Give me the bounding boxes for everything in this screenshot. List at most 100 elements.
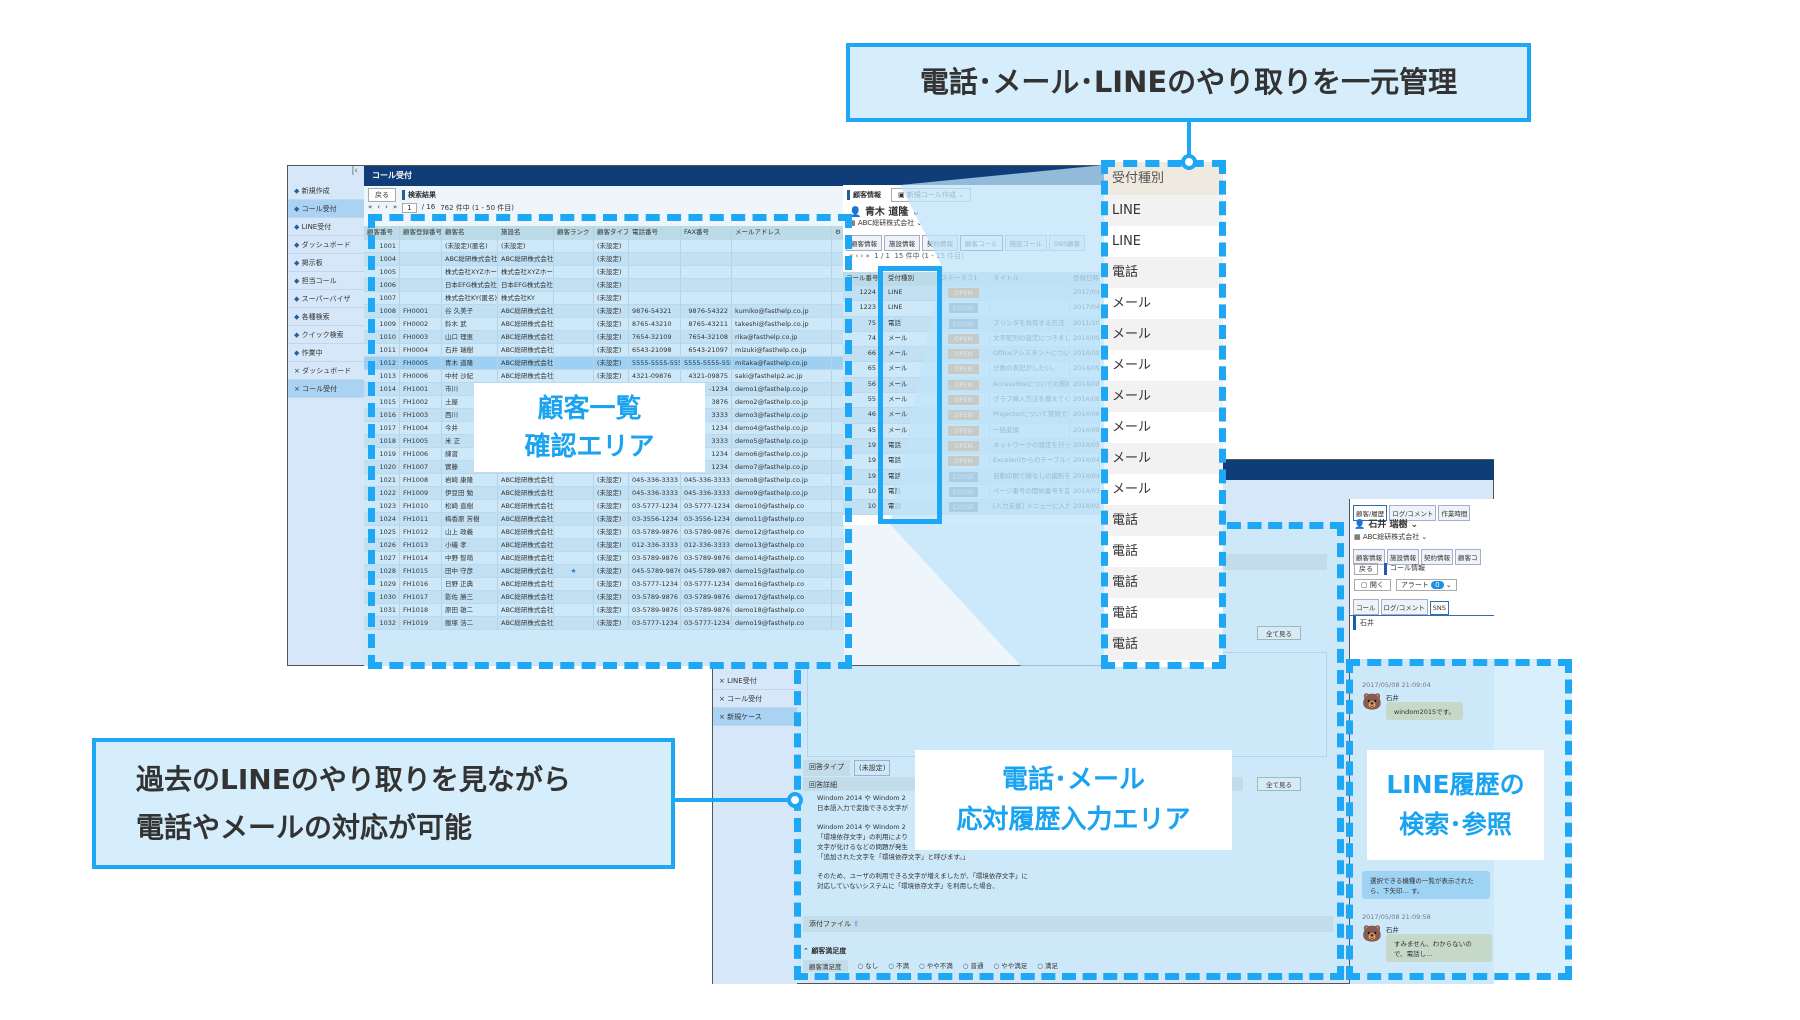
column-header[interactable]: 電話番号	[629, 226, 681, 240]
tab-3[interactable]: 顧客コール	[960, 235, 1003, 251]
sidebar-item[interactable]: ◆ 掲示板	[288, 254, 364, 272]
column-header[interactable]: 登録日時	[1070, 272, 1100, 286]
tab-tabs-3[interactable]: 顧客コ	[1455, 549, 1481, 565]
new-call-button[interactable]: ▣ 新規コール作成 ⌄	[891, 188, 971, 202]
sidebar-item[interactable]: × コール受付	[713, 690, 797, 708]
tab-2[interactable]: 契約情報	[922, 235, 958, 251]
line-back-button[interactable]: 戻る	[1354, 563, 1378, 575]
pager-next[interactable]: ›	[385, 203, 388, 211]
tab-1[interactable]: 施設情報	[884, 235, 920, 251]
tab-top_tabs-0[interactable]: 顧客/履歴	[1353, 505, 1388, 521]
table-row[interactable]: 1001(未設定)(匿名)(未設定)(未設定)	[364, 240, 844, 253]
satisfaction-option[interactable]: ○ 普通	[962, 962, 984, 970]
tab-tabs-0[interactable]: 顧客情報	[1353, 549, 1385, 565]
tab-tabs-2[interactable]: 契約情報	[1421, 549, 1453, 565]
sidebar-item[interactable]: ◆ ダッシュボード	[288, 236, 364, 254]
column-header[interactable]: 顧客ランク	[554, 226, 594, 240]
tab-sub_tabs-0[interactable]: コール	[1353, 599, 1379, 615]
table-cell: (未設定)	[594, 500, 629, 512]
sidebar-item[interactable]: ◆ LINE受付	[288, 218, 364, 236]
customer-name[interactable]: 👤 青木 道隆 ⌄	[849, 207, 921, 218]
sidebar-item[interactable]: ◆ スーパーバイザ	[288, 290, 364, 308]
column-header[interactable]: 顧客登録番号	[400, 226, 442, 240]
tab-sub_tabs-1[interactable]: ログ/コメント	[1380, 599, 1428, 615]
show-all-button[interactable]: 全て見る	[1257, 626, 1301, 640]
column-header[interactable]: 施設名	[498, 226, 554, 240]
column-header[interactable]: 顧客タイプ	[594, 226, 629, 240]
table-cell: 03-3556-1234	[629, 513, 681, 525]
collapse-icon[interactable]: |‹	[351, 166, 358, 176]
table-cell: CLOSE	[938, 469, 990, 484]
tab-4[interactable]: 施設コール	[1004, 235, 1047, 251]
satisfaction-option[interactable]: ○ 満足	[1037, 962, 1058, 970]
table-cell: CLOSE	[938, 484, 990, 500]
column-header[interactable]: 顧客番号	[364, 226, 400, 240]
tab-top_tabs-2[interactable]: 作業時間	[1438, 505, 1471, 521]
satisfaction-option[interactable]: ○ やや満足	[993, 962, 1028, 970]
alert-button[interactable]: アラート 0 ⌄	[1395, 579, 1457, 591]
tab-tabs-1[interactable]: 施設情報	[1387, 549, 1419, 565]
answer-type-select[interactable]: (未設定)	[854, 760, 891, 776]
tab-sub_tabs-2[interactable]: SNS	[1429, 601, 1449, 615]
column-header[interactable]: タイトル	[990, 272, 1070, 286]
satisfaction-option[interactable]: ○ なし	[857, 962, 879, 970]
line-company[interactable]: ▦ ABC総研株式会社 ⌄	[1354, 533, 1428, 541]
show-all-button-2[interactable]: 全て見る	[1257, 777, 1301, 791]
sidebar-item[interactable]: × コール受付	[288, 380, 364, 398]
column-header[interactable]: FAX番号	[681, 226, 732, 240]
sidebar-item[interactable]: ◆ 作業中	[288, 344, 364, 362]
upload-icon[interactable]: ⇧	[853, 920, 860, 928]
pager-first[interactable]: «	[368, 203, 373, 211]
satisfaction-option[interactable]: ○ 不満	[888, 962, 909, 970]
sidebar-item[interactable]: × LINE受付	[713, 672, 797, 690]
page-input[interactable]: 1	[402, 203, 417, 213]
satisfaction-section[interactable]: ⌃ 顧客満足度	[803, 947, 847, 955]
sidebar-item[interactable]: ◆ 新規作成	[288, 182, 364, 200]
back-button[interactable]: 戻る	[368, 188, 396, 202]
sidebar-item[interactable]: ◆ クイック検索	[288, 326, 364, 344]
column-header[interactable]: メールアドレス	[732, 226, 832, 240]
table-cell: 1013	[364, 370, 400, 382]
sidebar-item[interactable]: ◆ 各種検索	[288, 308, 364, 326]
company-name[interactable]: ▦ ABC総研株式会社 ⌄	[849, 219, 923, 227]
sidebar-item[interactable]: × 新規ケース	[713, 708, 797, 726]
sidebar-item[interactable]: × ダッシュボード	[288, 362, 364, 380]
pager-prev[interactable]: ‹	[377, 203, 381, 211]
sidebar-item[interactable]: ◆ 担当コール	[288, 272, 364, 290]
column-header[interactable]: 顧客名	[442, 226, 498, 240]
satisfaction-option[interactable]: ○ やや不満	[919, 962, 953, 970]
table-cell: 03-5789-9876	[681, 591, 732, 603]
column-header[interactable]: ステータス1	[938, 272, 990, 286]
open-button[interactable]: ▢ 開く	[1354, 579, 1391, 591]
tab-top_tabs-1[interactable]: ログ/コメント	[1389, 505, 1437, 521]
line-history-label: LINE履歴の検索･参照	[1367, 750, 1544, 860]
table-cell: (未設定)	[594, 331, 629, 343]
tab-5[interactable]: SNS顧客	[1049, 235, 1086, 251]
sidebar-item[interactable]: ◆ コール受付	[288, 200, 364, 218]
line-customer-name[interactable]: 👤 石井 瑞樹 ⌄	[1354, 520, 1419, 530]
pager-last[interactable]: »	[392, 203, 398, 211]
